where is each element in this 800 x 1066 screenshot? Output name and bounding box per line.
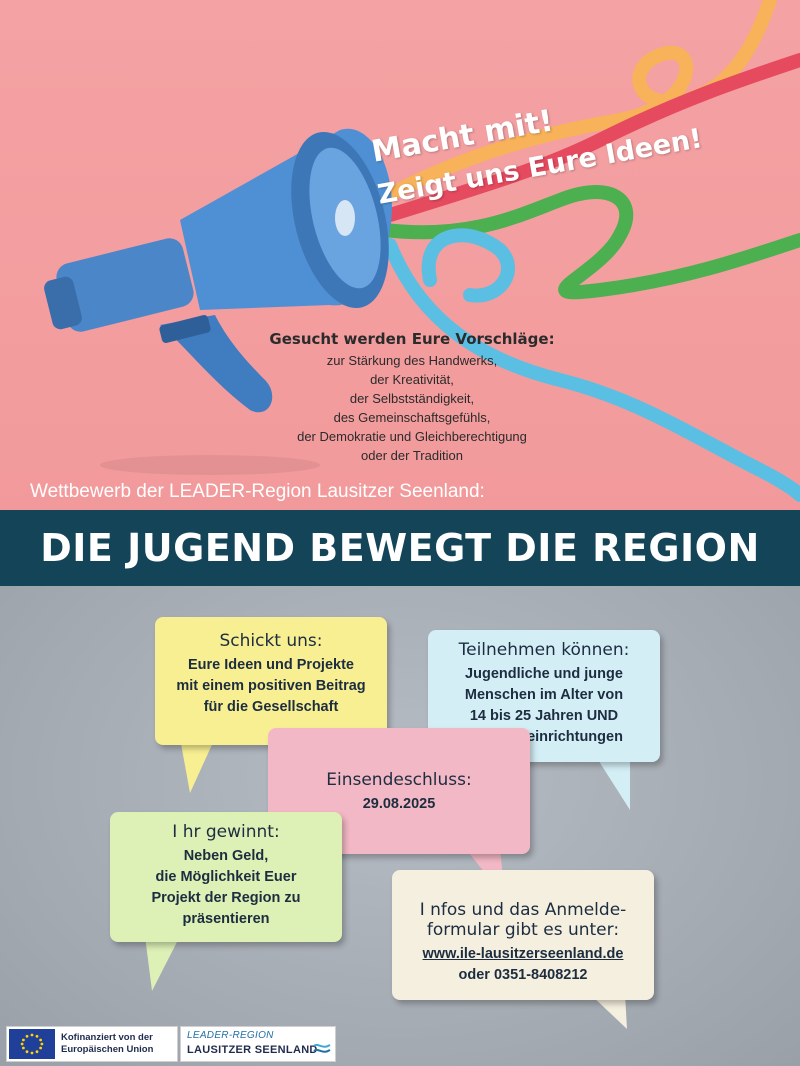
- bubble-info-heading: I nfos und das Anmelde-: [419, 900, 627, 920]
- bubble-send: Schickt uns: Eure Ideen und Projekte mit…: [155, 617, 387, 745]
- bubble-send-line: für die Gesellschaft: [203, 699, 339, 715]
- bubble-win-line: Neben Geld,: [183, 848, 269, 864]
- hero-section: Macht mit! Zeigt uns Eure Ideen! Gesucht…: [0, 0, 800, 510]
- eu-text: Kofinanziert von der Europäischen Union: [61, 1032, 153, 1056]
- bubble-participants-line: 14 bis 25 Jahren UND: [469, 708, 619, 724]
- leader-line-2: LAUSITZER SEENLAND: [187, 1044, 318, 1056]
- bubble-send-line: Eure Ideen und Projekte: [188, 657, 354, 673]
- title-banner: DIE JUGEND BEWEGT DIE REGION: [0, 510, 800, 586]
- leader-region-logo: LEADER-REGION LAUSITZER SEENLAND: [180, 1026, 336, 1062]
- contest-line: Wettbewerb der LEADER-Region Lausitzer S…: [30, 481, 485, 502]
- proposals-heading: Gesucht werden Eure Vorschläge:: [269, 330, 555, 348]
- banner-title: DIE JUGEND BEWEGT DIE REGION: [40, 526, 760, 570]
- bubble-tail-green: [145, 936, 180, 991]
- eu-cofunding-logo: Kofinanziert von der Europäischen Union: [6, 1026, 178, 1062]
- eu-flag-icon: [9, 1029, 55, 1059]
- proposals-line: der Demokratie und Gleichberechtigung: [297, 429, 527, 444]
- bubble-info-heading: formular gibt es unter:: [426, 920, 620, 940]
- bubble-send-line: mit einem positiven Beitrag: [176, 678, 366, 694]
- eu-text-line: Europäischen Union: [61, 1044, 154, 1055]
- leader-line-1: LEADER-REGION: [187, 1030, 274, 1041]
- proposals-line: oder der Tradition: [361, 448, 463, 463]
- proposals-line: der Selbstständigkeit,: [349, 391, 475, 406]
- phone-number: oder 0351-8408212: [458, 967, 588, 983]
- bubble-win-heading: I hr gewinnt:: [172, 822, 280, 842]
- proposals-line: zur Stärkung des Handwerks,: [326, 353, 498, 368]
- bubble-tail-blue: [595, 755, 630, 810]
- ribbons-graphic: [100, 0, 800, 502]
- proposals-line: der Kreativität,: [370, 372, 454, 387]
- bubble-win-line: die Möglichkeit Euer: [155, 869, 297, 885]
- wave-icon: [313, 1043, 331, 1053]
- bubble-info: I nfos und das Anmelde- formular gibt es…: [392, 870, 654, 1000]
- bubble-participants-heading: Teilnehmen können:: [458, 640, 630, 660]
- eu-text-line: Kofinanziert von der: [61, 1032, 153, 1043]
- bubble-win: I hr gewinnt: Neben Geld, die Möglichkei…: [110, 812, 342, 942]
- bubble-deadline-date: 29.08.2025: [362, 796, 436, 812]
- bubble-participants-line: Menschen im Alter von: [464, 687, 624, 703]
- bubble-win-line: Projekt der Region zu: [151, 890, 301, 906]
- proposals-line: des Gemeinschaftsgefühls,: [333, 410, 491, 425]
- bubble-tail-cream: [590, 994, 627, 1029]
- proposals-block: Gesucht werden Eure Vorschläge: zur Stär…: [262, 330, 562, 465]
- megaphone-icon: [44, 128, 392, 413]
- bubble-win-line: präsentieren: [182, 911, 270, 927]
- bubble-participants-line: Jugendliche und junge: [465, 666, 623, 682]
- website-link[interactable]: www.ile-lausitzerseenland.de: [422, 946, 624, 962]
- bubble-send-heading: Schickt uns:: [219, 631, 323, 651]
- bubble-participants: Teilnehmen können: Jugendliche und junge…: [428, 630, 660, 762]
- bubble-tail-yellow: [180, 738, 215, 793]
- bubble-deadline-heading: Einsendeschluss:: [326, 770, 472, 790]
